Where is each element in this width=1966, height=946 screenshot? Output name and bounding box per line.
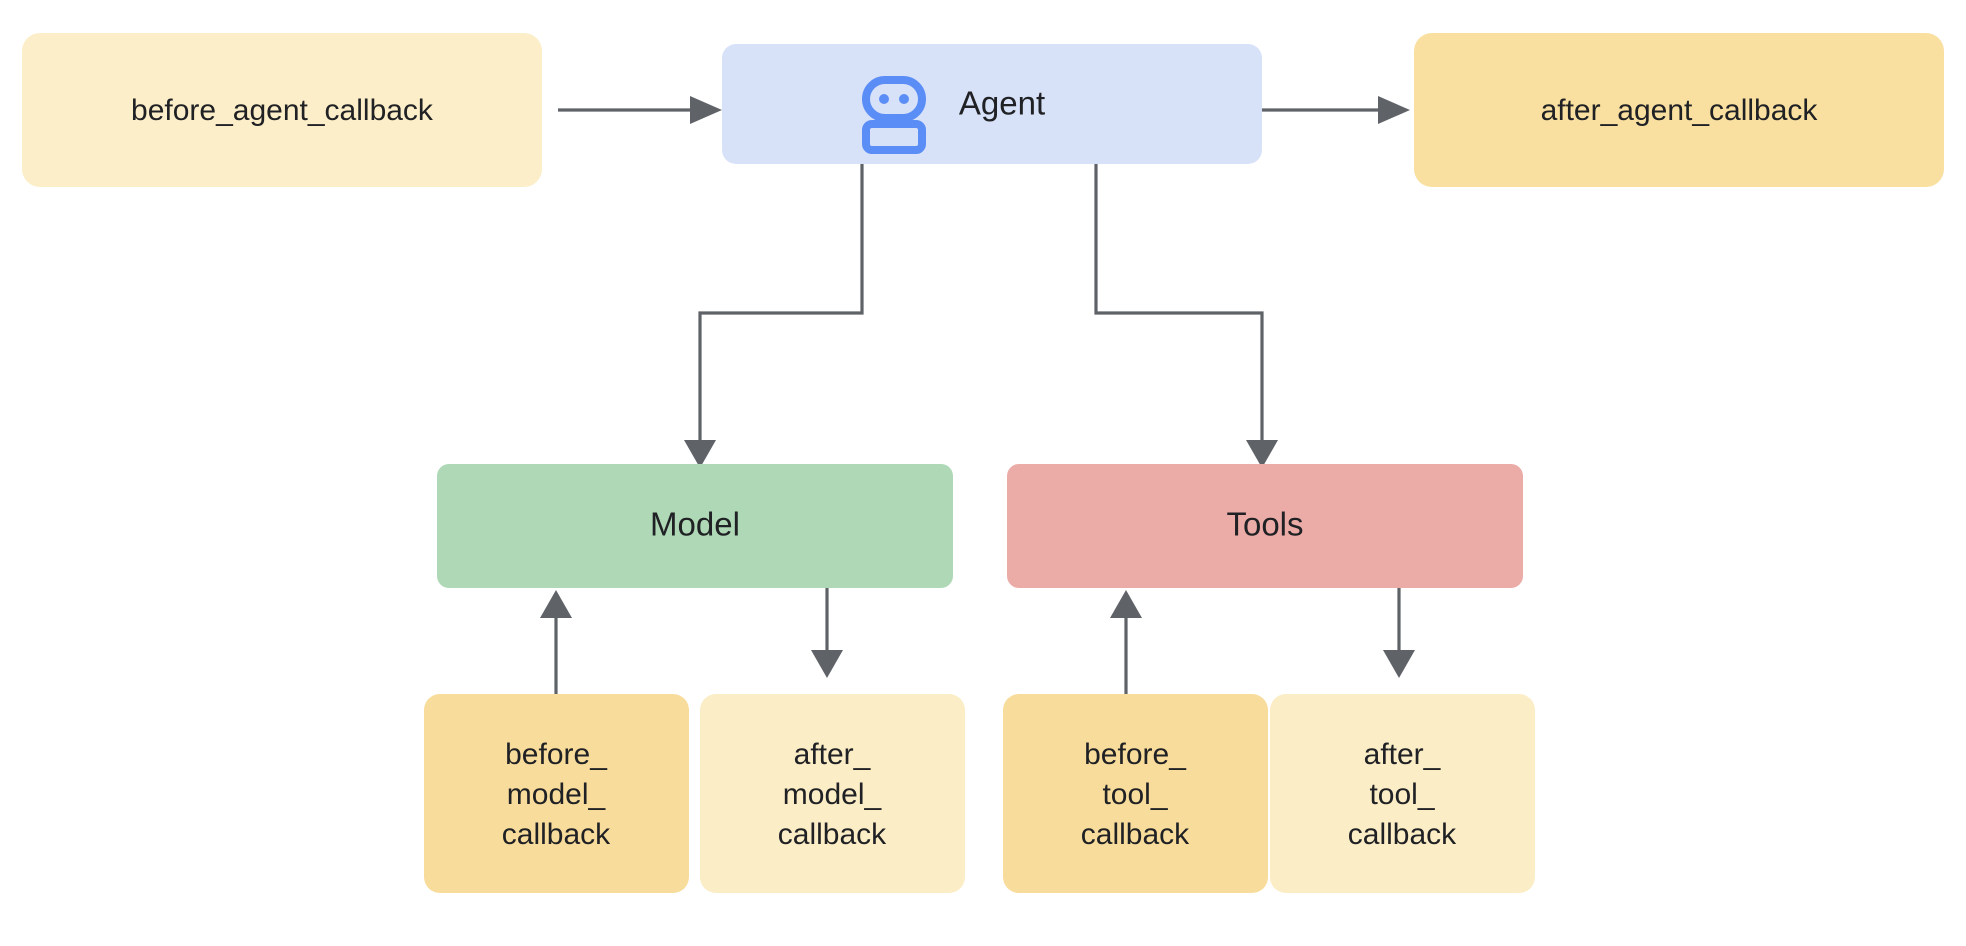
before-model-callback-box[interactable] <box>424 694 689 893</box>
node-after-tool-callback[interactable]: after_ tool_ callback <box>1270 694 1535 893</box>
node-before-agent-callback[interactable]: before_agent_callback <box>22 33 542 187</box>
after-model-callback-label-line2: model_ <box>783 778 883 811</box>
before-model-callback-label-line1: before_ <box>505 738 608 771</box>
agent-box[interactable] <box>722 44 1262 164</box>
before-model-callback-label-line3: callback <box>502 818 611 851</box>
node-model[interactable]: Model <box>437 464 953 588</box>
node-after-agent-callback[interactable]: after_agent_callback <box>1414 33 1944 187</box>
after-tool-callback-label-line2: tool_ <box>1369 778 1435 811</box>
before-model-callback-label-line2: model_ <box>507 778 607 811</box>
before-tool-callback-label-line2: tool_ <box>1102 778 1168 811</box>
edge-before-model-to-model <box>540 590 572 694</box>
node-agent[interactable]: Agent <box>722 44 1262 164</box>
edge-agent-to-tools <box>1094 163 1278 468</box>
after-model-callback-label-line3: callback <box>778 818 887 851</box>
node-before-tool-callback[interactable]: before_ tool_ callback <box>1003 694 1268 893</box>
robot-icon <box>862 76 926 154</box>
after-model-callback-label-line1: after_ <box>794 738 872 771</box>
after-tool-callback-label-line3: callback <box>1348 818 1457 851</box>
edge-agent-to-after-agent <box>1262 96 1410 124</box>
tools-box[interactable] <box>1007 464 1523 588</box>
after-tool-callback-label-line1: after_ <box>1364 738 1442 771</box>
edge-agent-to-model <box>684 163 864 468</box>
tools-label: Tools <box>1226 506 1303 543</box>
edge-tools-to-after-tool <box>1383 588 1415 678</box>
after-model-callback-box[interactable] <box>700 694 965 893</box>
node-before-model-callback[interactable]: before_ model_ callback <box>424 694 689 893</box>
agent-label: Agent <box>959 85 1045 122</box>
before-agent-callback-label: before_agent_callback <box>131 94 434 127</box>
connector-layer <box>540 96 1415 694</box>
after-tool-callback-box[interactable] <box>1270 694 1535 893</box>
edge-before-agent-to-agent <box>558 96 722 124</box>
before-agent-callback-box[interactable] <box>22 33 542 187</box>
before-tool-callback-box[interactable] <box>1003 694 1268 893</box>
node-after-model-callback[interactable]: after_ model_ callback <box>700 694 965 893</box>
after-agent-callback-box[interactable] <box>1414 33 1944 187</box>
model-box[interactable] <box>437 464 953 588</box>
node-tools[interactable]: Tools <box>1007 464 1523 588</box>
model-label: Model <box>650 506 740 543</box>
after-agent-callback-label: after_agent_callback <box>1541 94 1819 127</box>
edge-before-tool-to-tools <box>1110 590 1142 694</box>
edge-model-to-after-model <box>811 588 843 678</box>
before-tool-callback-label-line1: before_ <box>1084 738 1187 771</box>
before-tool-callback-label-line3: callback <box>1081 818 1190 851</box>
